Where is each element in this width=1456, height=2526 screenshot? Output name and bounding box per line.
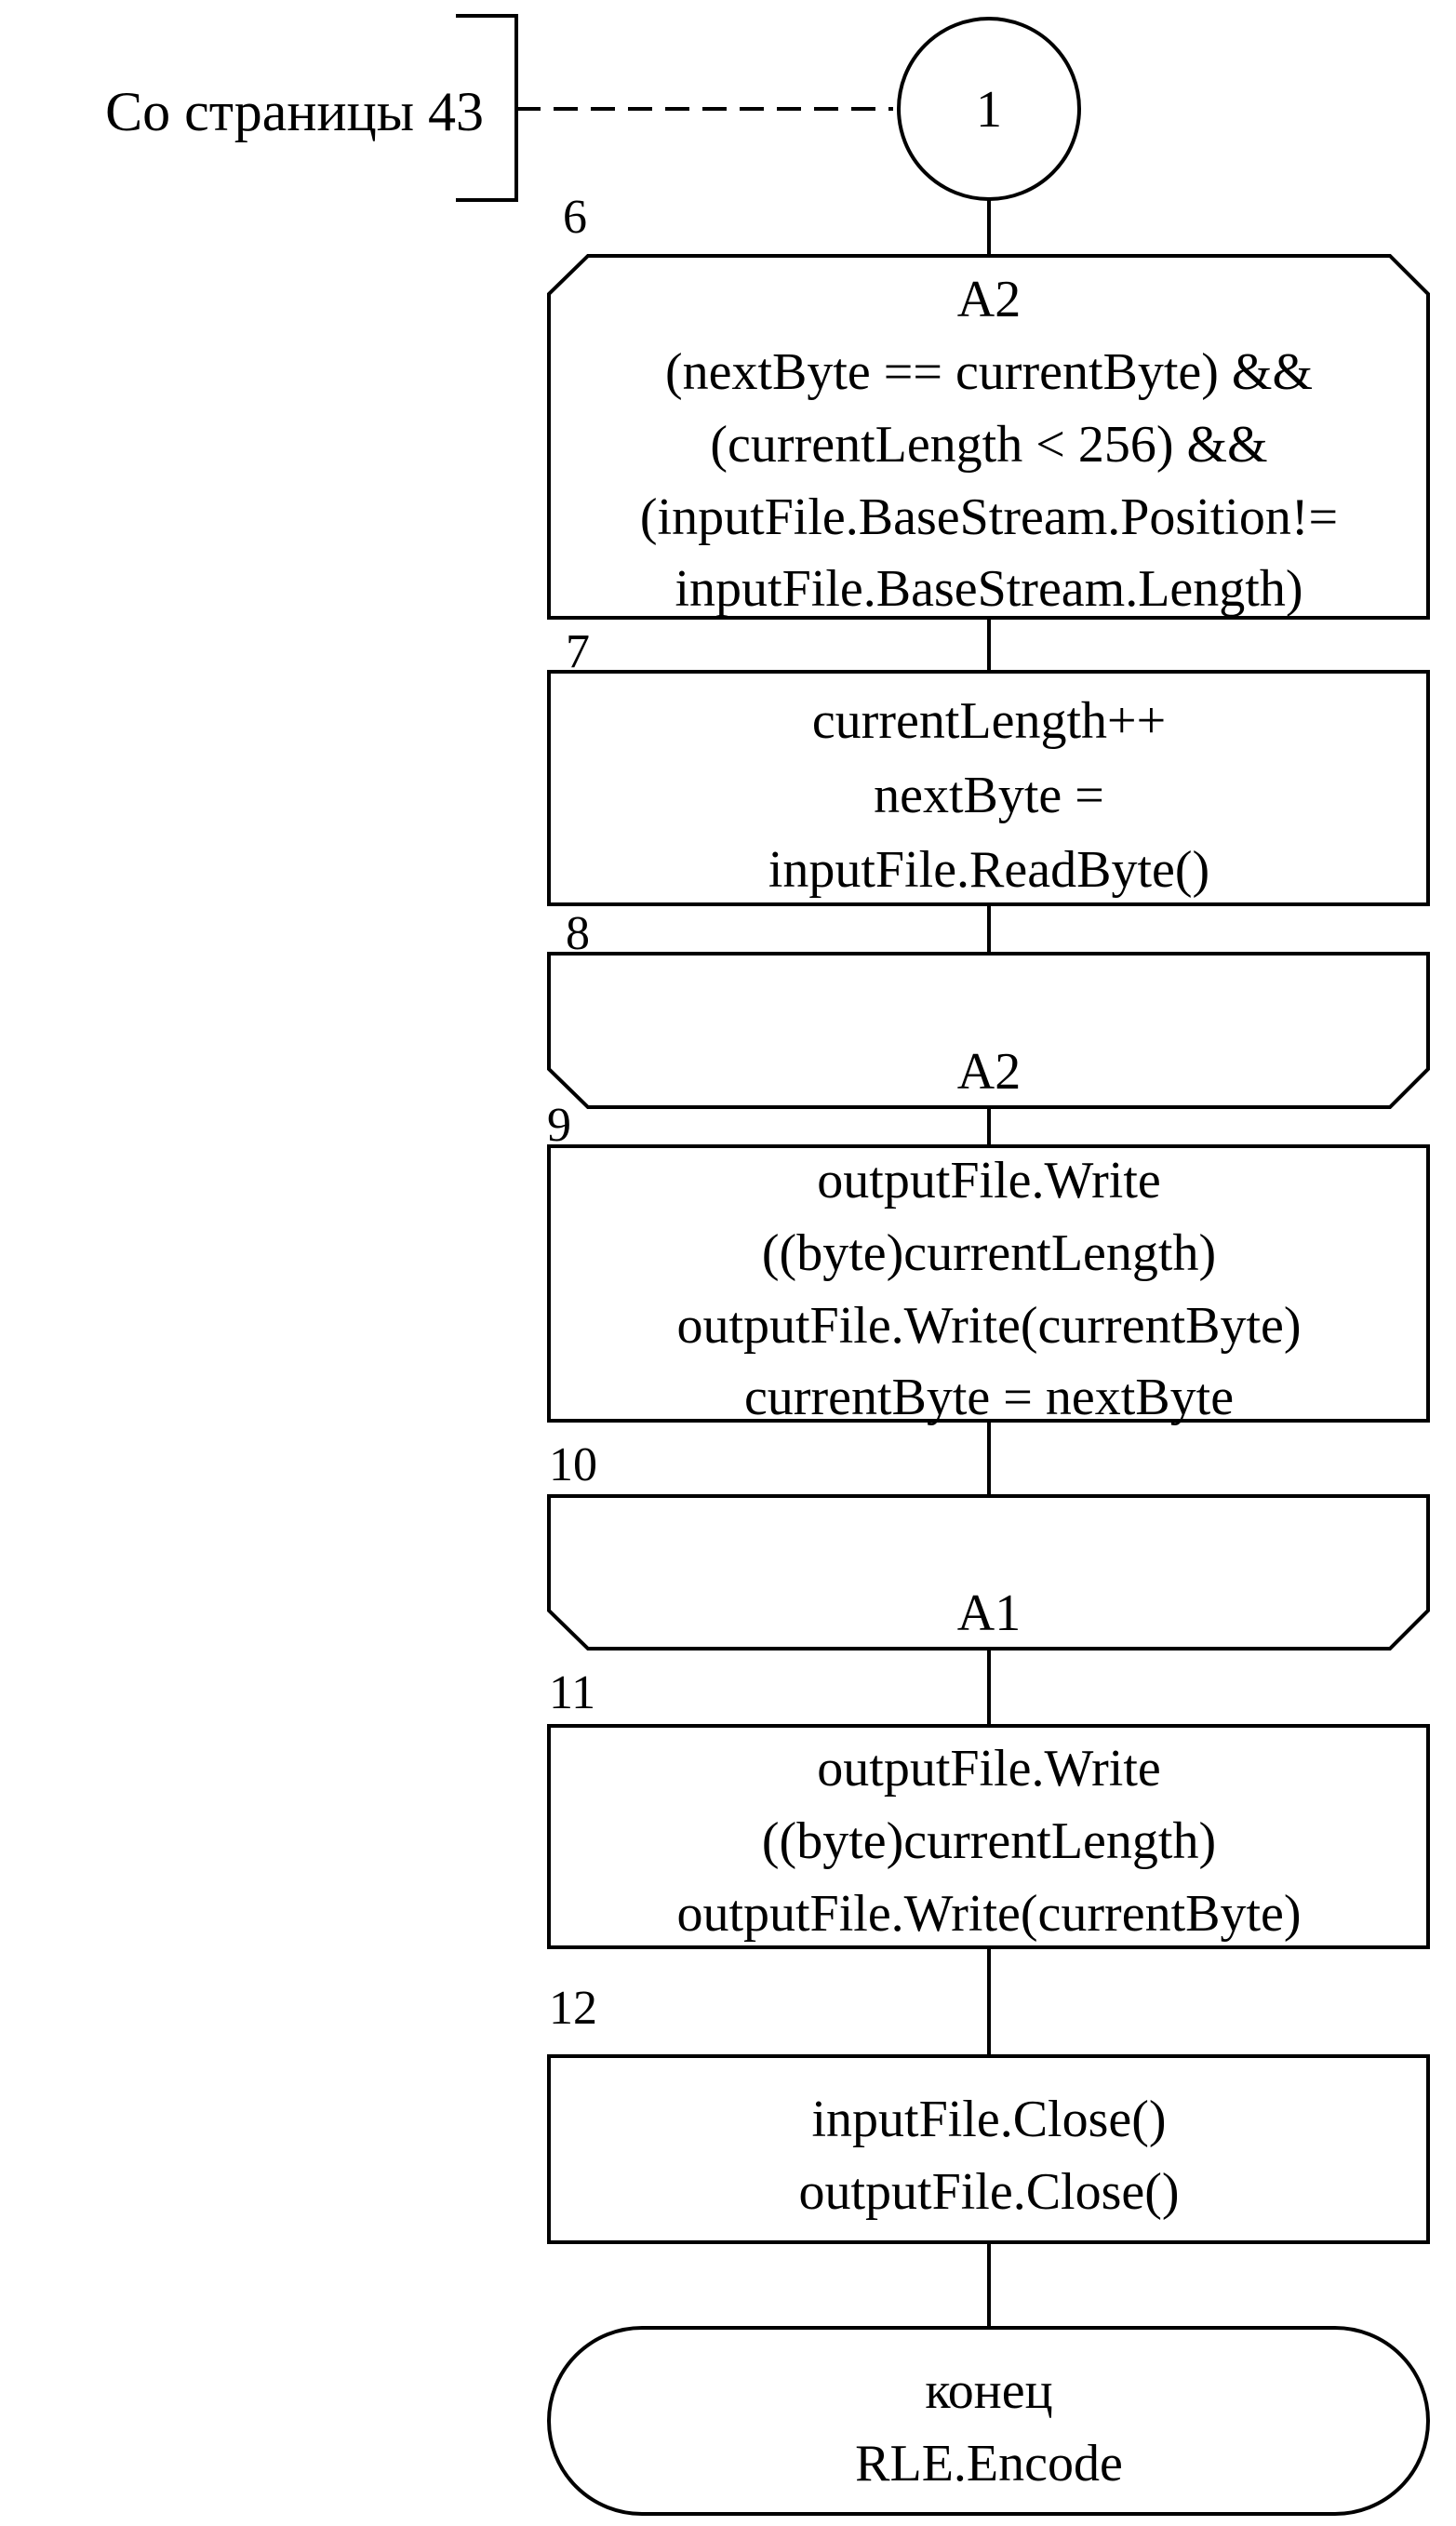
block-line: outputFile.Close() bbox=[798, 2163, 1179, 2221]
block-line: (inputFile.BaseStream.Position!= bbox=[640, 488, 1338, 546]
block-line: (currentLength < 256) && bbox=[710, 416, 1267, 474]
block-12-process: 12 inputFile.Close() outputFile.Close() bbox=[547, 1982, 1430, 2244]
loop-end-shape bbox=[547, 952, 1430, 1109]
block-9-process: 9 outputFile.Write ((byte)currentLength)… bbox=[547, 1099, 1430, 1426]
block-line: outputFile.Write bbox=[817, 1740, 1160, 1798]
block-line: RLE.Encode bbox=[855, 2435, 1123, 2493]
process-shape bbox=[547, 1144, 1430, 1423]
block-number: 10 bbox=[549, 1438, 597, 1491]
block-11-process: 11 outputFile.Write ((byte)currentLength… bbox=[547, 1666, 1430, 1949]
page-connector: 1 bbox=[897, 17, 1081, 201]
block-line: nextByte = bbox=[874, 767, 1104, 824]
block-number: 7 bbox=[566, 625, 590, 678]
block-line: currentByte = nextByte bbox=[744, 1369, 1234, 1426]
block-end-terminator: конец RLE.Encode bbox=[547, 2326, 1430, 2516]
process-shape bbox=[547, 1724, 1430, 1949]
block-line: inputFile.Close() bbox=[811, 2091, 1166, 2148]
block-line: inputFile.ReadByte() bbox=[768, 841, 1209, 899]
block-6-loop-start: 6 A2 (nextByte == currentByte) && (curre… bbox=[547, 191, 1430, 620]
block-line: outputFile.Write bbox=[817, 1152, 1160, 1210]
block-line: outputFile.Write(currentByte) bbox=[676, 1885, 1301, 1943]
block-number: 11 bbox=[549, 1666, 595, 1719]
block-line: inputFile.BaseStream.Length) bbox=[675, 560, 1303, 618]
block-number: 9 bbox=[547, 1099, 571, 1152]
block-line: конец bbox=[925, 2362, 1052, 2420]
loop-end-shape bbox=[547, 1494, 1430, 1651]
block-number: 12 bbox=[549, 1982, 597, 2035]
block-10-loop-end: 10 A1 bbox=[547, 1438, 1430, 1651]
connector-label: 1 bbox=[976, 81, 1002, 139]
block-8-loop-end: 8 A2 bbox=[547, 907, 1430, 1109]
loop-start-shape bbox=[547, 254, 1430, 620]
block-line: currentLength++ bbox=[812, 692, 1166, 750]
process-shape bbox=[547, 670, 1430, 906]
block-line: A1 bbox=[957, 1584, 1021, 1642]
block-line: outputFile.Write(currentByte) bbox=[676, 1297, 1301, 1355]
block-line: ((byte)currentLength) bbox=[762, 1224, 1216, 1282]
block-line: A2 bbox=[957, 1043, 1021, 1101]
block-line: A2 bbox=[957, 271, 1021, 328]
terminator-shape bbox=[547, 2326, 1430, 2516]
page-reference-annotation: Со страницы 43 bbox=[105, 14, 893, 202]
block-line: (nextByte == currentByte) && bbox=[665, 343, 1313, 401]
annotation-text: Со страницы 43 bbox=[105, 81, 484, 142]
block-line: ((byte)currentLength) bbox=[762, 1812, 1216, 1870]
block-7-process: 7 currentLength++ nextByte = inputFile.R… bbox=[547, 625, 1430, 906]
block-number: 6 bbox=[563, 191, 587, 244]
process-shape bbox=[547, 2054, 1430, 2244]
block-number: 8 bbox=[566, 907, 590, 960]
